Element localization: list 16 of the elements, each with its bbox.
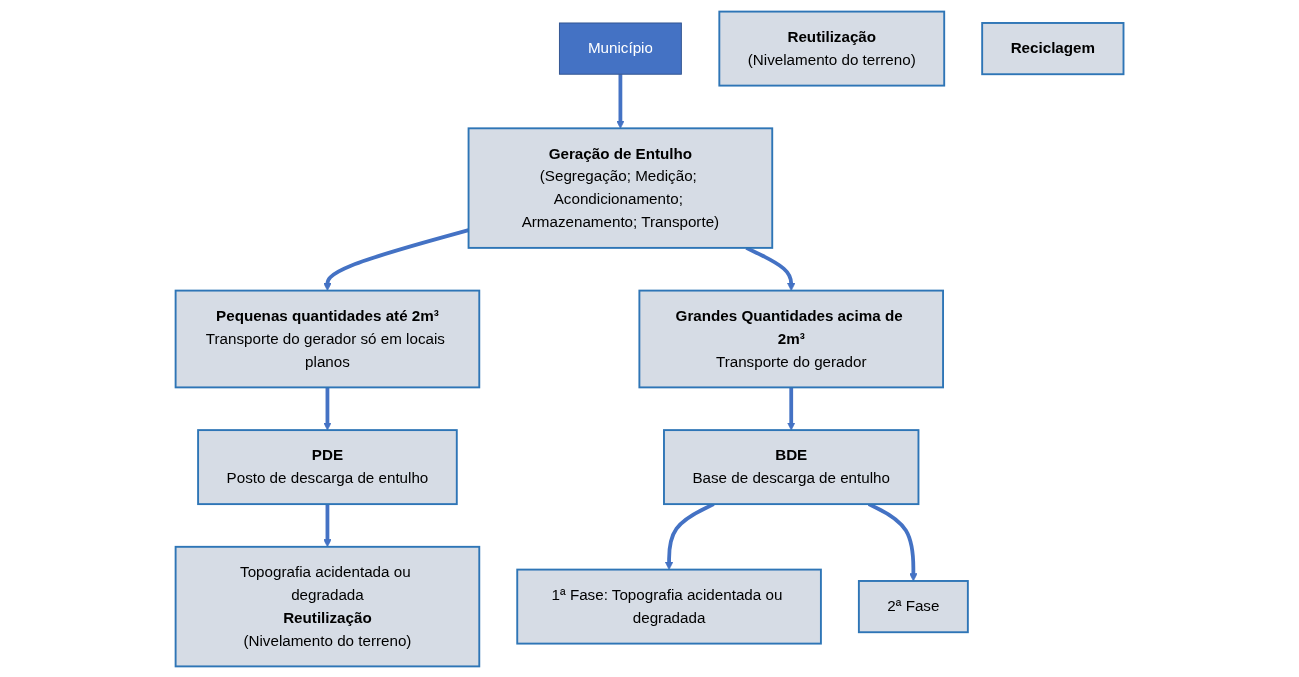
node-box: Reciclagem	[981, 21, 1125, 75]
node-box: 1ª Fase: Topografia acidentada ou degradada	[516, 568, 822, 645]
arrow	[323, 503, 332, 547]
node-box: Pequenas quantidades até 2m³ Transporte do gerador só em locais planos	[174, 289, 481, 388]
arrow	[616, 73, 625, 129]
node-box: Grandes Quantidades acima de 2m³ Transporte do gerador	[638, 289, 944, 388]
arrow	[323, 227, 469, 291]
arrow	[323, 386, 332, 430]
node-box: Município	[558, 22, 682, 75]
node-box: Reutilização (Nivelamento do terreno)	[718, 10, 946, 87]
node-box: PDE Posto de descarga de entulho	[197, 428, 458, 505]
node-box: Geração de Entulho (Segregação; Medição; Acondicionamento; Armazenamento; Transporte)	[467, 126, 774, 249]
node-box: Topografia acidentada ou degradada Reutilização (Nivelamento do terreno)	[174, 545, 481, 667]
arrow	[787, 386, 796, 430]
node-box: BDE Base de descarga de entulho	[662, 428, 920, 505]
node-box: 2ª Fase	[857, 579, 969, 633]
